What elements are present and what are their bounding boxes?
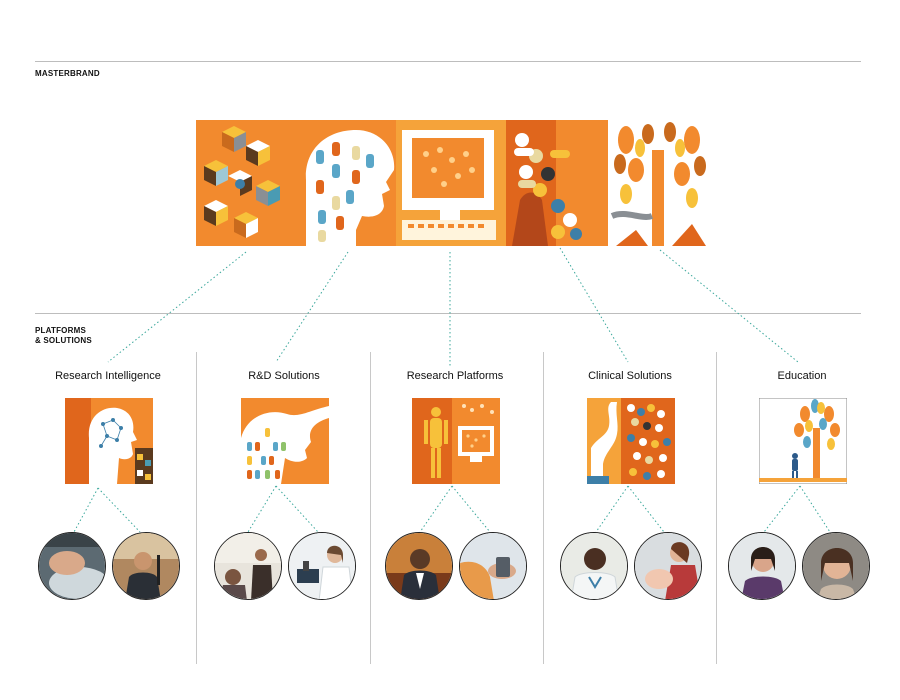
platforms-label-line2: & SOLUTIONS xyxy=(35,336,92,345)
column-title: Education xyxy=(777,370,827,382)
column-title: Research Platforms xyxy=(406,370,504,382)
column-title: Clinical Solutions xyxy=(588,370,672,382)
research-intelligence-illustration xyxy=(65,398,153,484)
clinical-solutions-illustration xyxy=(587,398,675,484)
smiling-woman-photo xyxy=(802,532,870,600)
hand-with-mouse-photo xyxy=(38,532,106,600)
middle-rule xyxy=(35,313,861,314)
lab-researchers-photo xyxy=(214,532,282,600)
man-at-microphone-photo xyxy=(112,532,180,600)
research-platforms-illustration xyxy=(412,398,500,484)
masterbrand-banner xyxy=(196,120,710,246)
hands-with-device-photo xyxy=(459,532,527,600)
column-divider xyxy=(543,352,544,664)
column-divider xyxy=(716,352,717,664)
woman-at-microscope-photo xyxy=(288,532,356,600)
female-student-photo xyxy=(728,532,796,600)
column-divider xyxy=(196,352,197,664)
education-illustration xyxy=(759,398,847,484)
mother-with-baby-photo xyxy=(634,532,702,600)
cubes-panel xyxy=(204,126,280,238)
masterbrand-label: MASTERBRAND xyxy=(35,69,100,78)
smiling-man-photo xyxy=(385,532,453,600)
rd-solutions-illustration xyxy=(241,398,329,484)
top-rule xyxy=(35,61,861,62)
column-title: Research Intelligence xyxy=(55,370,161,382)
column-divider xyxy=(370,352,371,664)
male-nurse-photo xyxy=(560,532,628,600)
column-title: R&D Solutions xyxy=(248,370,320,382)
masterbrand-illustration xyxy=(196,120,710,246)
platforms-label: PLATFORMS & SOLUTIONS xyxy=(35,326,92,346)
platforms-label-line1: PLATFORMS xyxy=(35,326,86,335)
